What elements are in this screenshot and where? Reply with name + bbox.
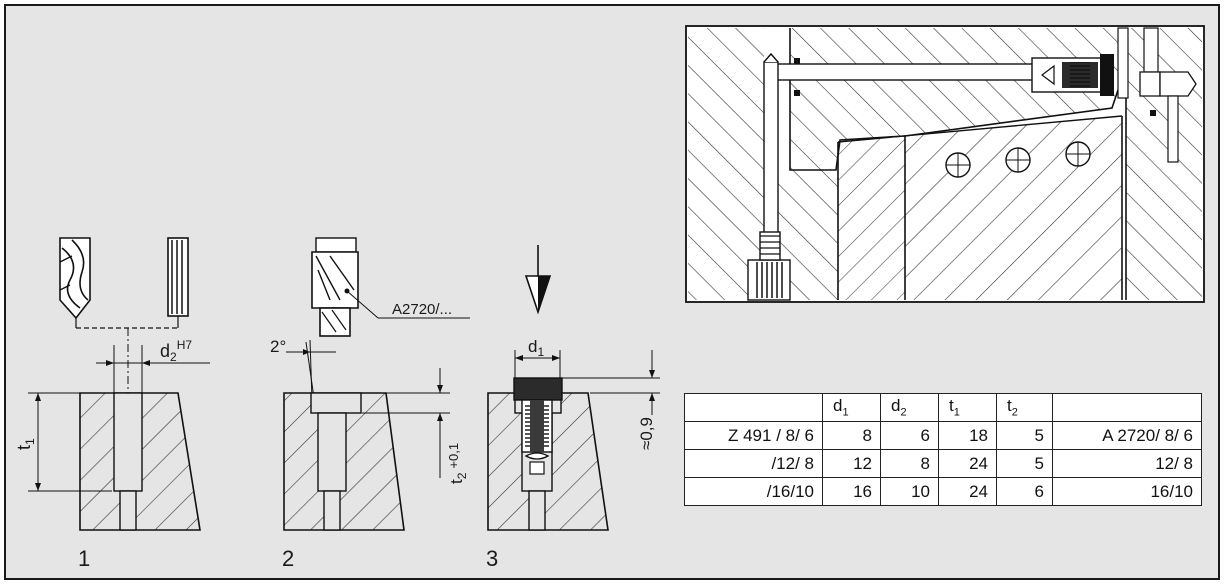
table-cell: 16	[822, 477, 881, 506]
table-cell: 12	[822, 449, 881, 478]
table-header-cell: t1	[938, 393, 997, 422]
table-cell: /12/ 8	[684, 449, 823, 478]
table-header-cell: t2	[996, 393, 1053, 422]
step2-t2-label: t2+0,1	[446, 443, 469, 484]
table-cell: 24	[938, 477, 997, 506]
table-header-cell	[1052, 393, 1202, 422]
mold-section-view	[685, 25, 1205, 303]
table-cell: 8	[822, 421, 881, 450]
table-cell: 6	[996, 477, 1053, 506]
table-cell: 5	[996, 449, 1053, 478]
step2-number: 2	[282, 546, 294, 571]
step2-counterbore-diagram: A2720/... 2° t2+0,1 2	[270, 237, 470, 571]
twist-drill	[59, 237, 91, 320]
table-cell: 24	[938, 449, 997, 478]
step3-offset-label: ≈0,9	[637, 417, 656, 450]
step3-number: 3	[486, 546, 498, 571]
table-header-cell: d1	[822, 393, 881, 422]
table-header-cell	[684, 393, 823, 422]
table-row: /12/ 8 12 8 24 5 12/ 8	[684, 449, 1202, 478]
table-cell: 8	[880, 449, 939, 478]
step1-d2-label: d2H7	[160, 338, 192, 364]
table-cell: A 2720/ 8/ 6	[1052, 421, 1202, 450]
table-cell: 16/10	[1052, 477, 1202, 506]
table-cell: 18	[938, 421, 997, 450]
table-row: /16/10 16 10 24 6 16/10	[684, 477, 1202, 506]
step1-drill-diagram: d2H7 t1 1	[14, 237, 210, 571]
bottom-fitting	[747, 231, 791, 301]
table-cell: 12/ 8	[1052, 449, 1202, 478]
table-row: Z 491 / 8/ 6 8 6 18 5 A 2720/ 8/ 6	[684, 421, 1202, 450]
table-header-row: d1 d2 t1 t2	[684, 393, 1202, 422]
table-cell: 5	[996, 421, 1053, 450]
table-header-cell: d2	[880, 393, 939, 422]
table-cell: /16/10	[684, 477, 823, 506]
step1-number: 1	[78, 546, 90, 571]
table-cell: Z 491 / 8/ 6	[684, 421, 823, 450]
table-cell: 10	[880, 477, 939, 506]
section-insert	[1031, 54, 1114, 96]
step3-insert-diagram: d1 ≈0,9 3	[486, 245, 660, 571]
step1-t1-label: t1	[14, 438, 37, 450]
step2-reamer-label: A2720/...	[392, 301, 452, 318]
step3-d1-label: d1	[528, 337, 544, 359]
reamer-tool	[167, 237, 189, 317]
counterbore-tool	[311, 237, 359, 337]
spec-table: d1 d2 t1 t2 Z 491 / 8/ 6 8 6 18 5 A 2720…	[684, 393, 1202, 506]
table-cell: 6	[880, 421, 939, 450]
step2-angle-label: 2°	[270, 337, 286, 356]
pressure-insert	[513, 377, 563, 475]
